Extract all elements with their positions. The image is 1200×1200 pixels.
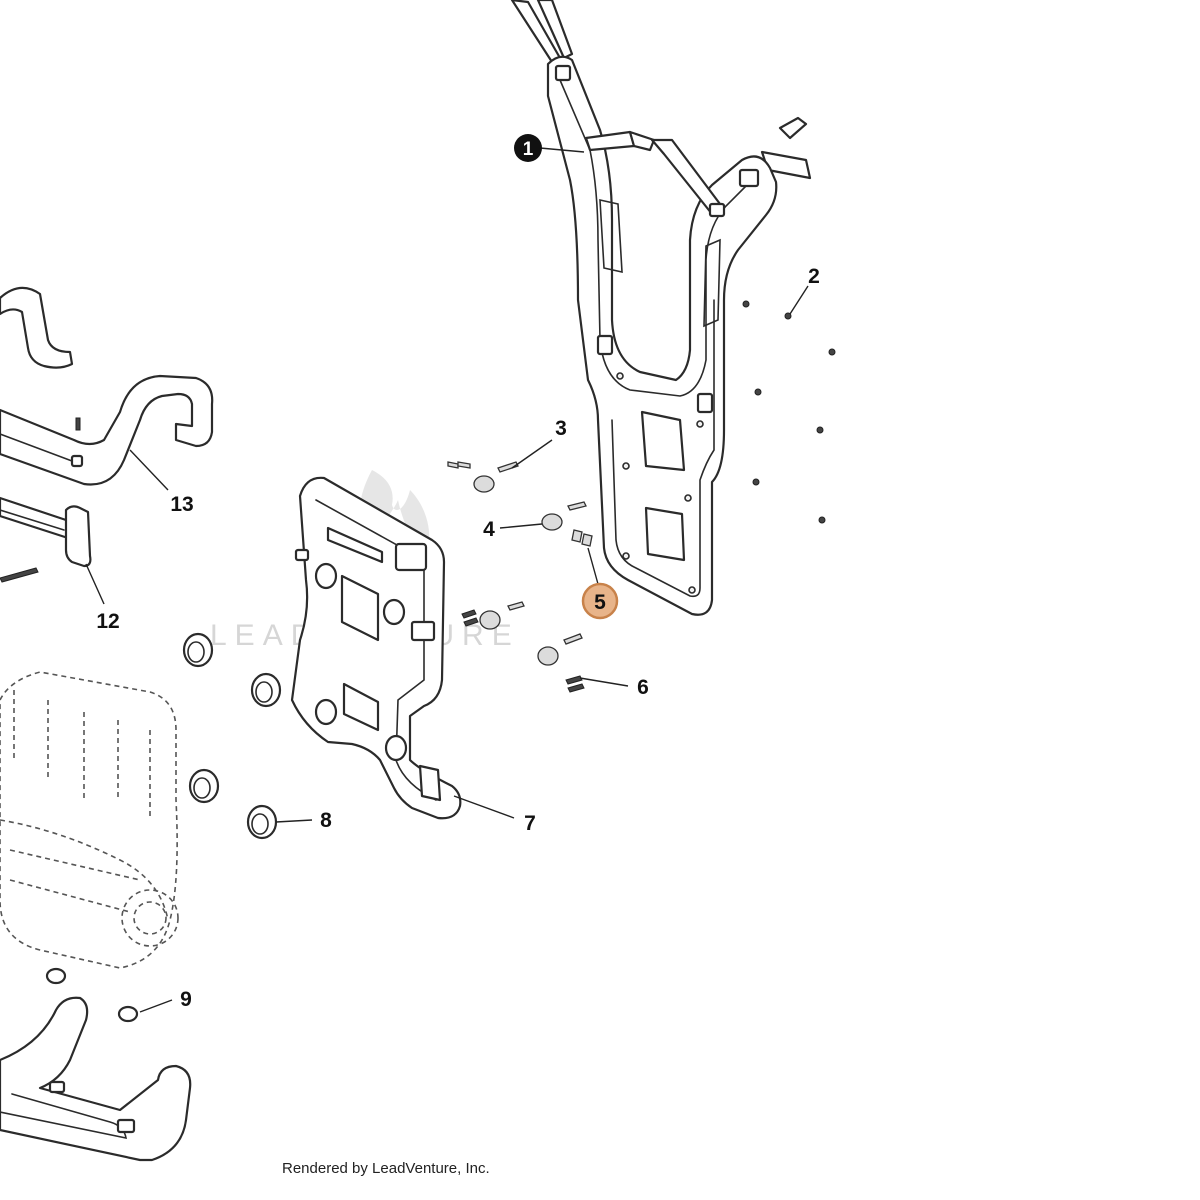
render-credit: Rendered by LeadVenture, Inc. (282, 1160, 490, 1177)
callout-6-label[interactable]: 6 (637, 676, 649, 699)
callout-7-label[interactable]: 7 (524, 812, 536, 835)
callout-12-label[interactable]: 12 (96, 610, 119, 633)
back-frame-part[interactable] (510, 0, 812, 616)
base-frame-part[interactable] (0, 967, 192, 1162)
callout-5-label: 5 (594, 591, 606, 614)
callout-5-badge (581, 582, 619, 620)
screws-part-2[interactable] (742, 300, 836, 524)
callout-1-label: 1 (523, 139, 534, 160)
engine-reference-outline (0, 671, 179, 969)
callout-2-label[interactable]: 2 (808, 265, 820, 288)
callout-8-label[interactable]: 8 (320, 809, 332, 832)
mounting-plate-part[interactable] (290, 476, 462, 820)
callout-4-label[interactable]: 4 (483, 518, 495, 541)
grommets-part-8[interactable] (182, 632, 282, 840)
leader-lines (85, 147, 809, 1013)
callout-3-label[interactable]: 3 (555, 417, 567, 440)
callout-1[interactable]: 1 (514, 134, 542, 162)
callout-1-badge (514, 134, 542, 162)
callout-5[interactable]: 5 (581, 582, 619, 620)
callout-13-label[interactable]: 13 (170, 493, 193, 516)
callout-9-label[interactable]: 9 (180, 988, 192, 1011)
handle-bar-part[interactable] (0, 496, 92, 583)
hardware-group[interactable] (447, 461, 593, 693)
top-handle-part[interactable] (0, 286, 214, 486)
